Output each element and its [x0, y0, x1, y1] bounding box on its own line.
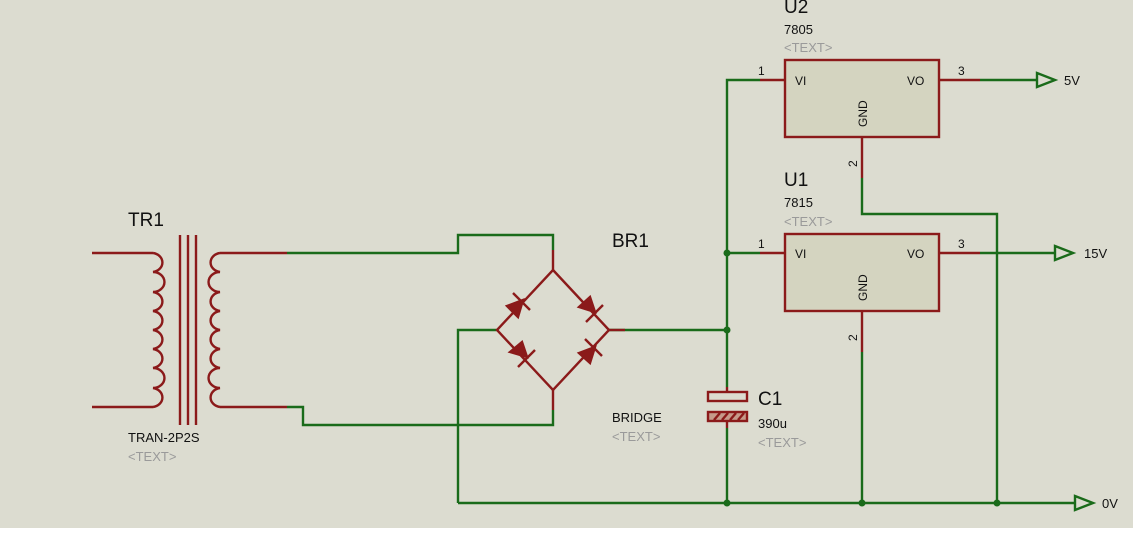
- u1-vi-label: VI: [795, 247, 806, 261]
- u2-value-label: 7805: [784, 22, 813, 37]
- u2-body: [783, 58, 941, 139]
- u1-body: [783, 232, 941, 313]
- terminal-arrow-icon: [1035, 71, 1059, 89]
- u1-pin-in-number: 1: [758, 237, 765, 251]
- regulator-u1[interactable]: U1 7815 <TEXT> 1 3 2 VI VO GND: [758, 170, 980, 352]
- u2-ref-label: U2: [784, 0, 808, 18]
- transformer-icon: [92, 235, 287, 425]
- wire-bridge-negative[interactable]: [456, 328, 497, 503]
- u1-pin-out-number: 3: [958, 237, 965, 251]
- wire-vin-rail[interactable]: [725, 78, 760, 387]
- tr1-ref-label: TR1: [128, 210, 164, 231]
- br1-ref-label: BR1: [612, 231, 649, 252]
- u2-pin-in-number: 1: [758, 64, 765, 78]
- u2-gnd-label: GND: [856, 100, 870, 127]
- bridge-rectifier-icon: [495, 250, 625, 410]
- u2-vi-label: VI: [795, 74, 806, 88]
- regulator-u2[interactable]: U2 7805 <TEXT> 1 3 2 VI VO GND: [758, 0, 980, 178]
- br1-text-placeholder: <TEXT>: [612, 429, 660, 444]
- wires: [287, 78, 1075, 505]
- wire-secondary-top[interactable]: [287, 233, 555, 255]
- u2-text-placeholder: <TEXT>: [784, 40, 832, 55]
- terminal-0v-label: 0V: [1102, 496, 1118, 511]
- junction-dot: [858, 499, 866, 507]
- c1-ref-label: C1: [758, 389, 782, 410]
- u2-pin-gnd-number: 2: [846, 160, 860, 167]
- junction-dot: [723, 326, 731, 334]
- bridge-br1[interactable]: BR1 BRIDGE <TEXT>: [495, 231, 662, 444]
- c1-text-placeholder: <TEXT>: [758, 435, 806, 450]
- u1-gnd-label: GND: [856, 274, 870, 301]
- u1-vo-label: VO: [907, 247, 924, 261]
- terminal-0v[interactable]: 0V: [1073, 494, 1118, 512]
- u2-pin-out-number: 3: [958, 64, 965, 78]
- terminal-arrow-icon: [1073, 494, 1097, 512]
- u2-vo-label: VO: [907, 74, 924, 88]
- tr1-value-label: TRAN-2P2S: [128, 430, 200, 445]
- wire-secondary-bottom[interactable]: [287, 405, 555, 427]
- tr1-text-placeholder: <TEXT>: [128, 449, 176, 464]
- terminal-5v[interactable]: 5V: [1035, 71, 1080, 89]
- u1-pin-gnd-number: 2: [846, 334, 860, 341]
- u1-ref-label: U1: [784, 170, 808, 191]
- junction-dot: [723, 499, 731, 507]
- junction-dot: [723, 249, 731, 257]
- junctions: [723, 249, 1001, 507]
- junction-dot: [993, 499, 1001, 507]
- polarized-capacitor-icon: [706, 387, 749, 428]
- u1-value-label: 7815: [784, 195, 813, 210]
- terminal-arrow-icon: [1053, 244, 1077, 262]
- terminal-15v[interactable]: 15V: [1053, 244, 1107, 262]
- transformer-tr1[interactable]: TR1 TRAN-2P2S <TEXT>: [92, 210, 287, 464]
- u1-text-placeholder: <TEXT>: [784, 214, 832, 229]
- capacitor-c1[interactable]: C1 390u <TEXT>: [706, 387, 806, 450]
- terminal-15v-label: 15V: [1084, 246, 1107, 261]
- wire-u2-gnd-offset[interactable]: [860, 178, 999, 503]
- terminal-5v-label: 5V: [1064, 73, 1080, 88]
- c1-value-label: 390u: [758, 416, 787, 431]
- br1-value-label: BRIDGE: [612, 410, 662, 425]
